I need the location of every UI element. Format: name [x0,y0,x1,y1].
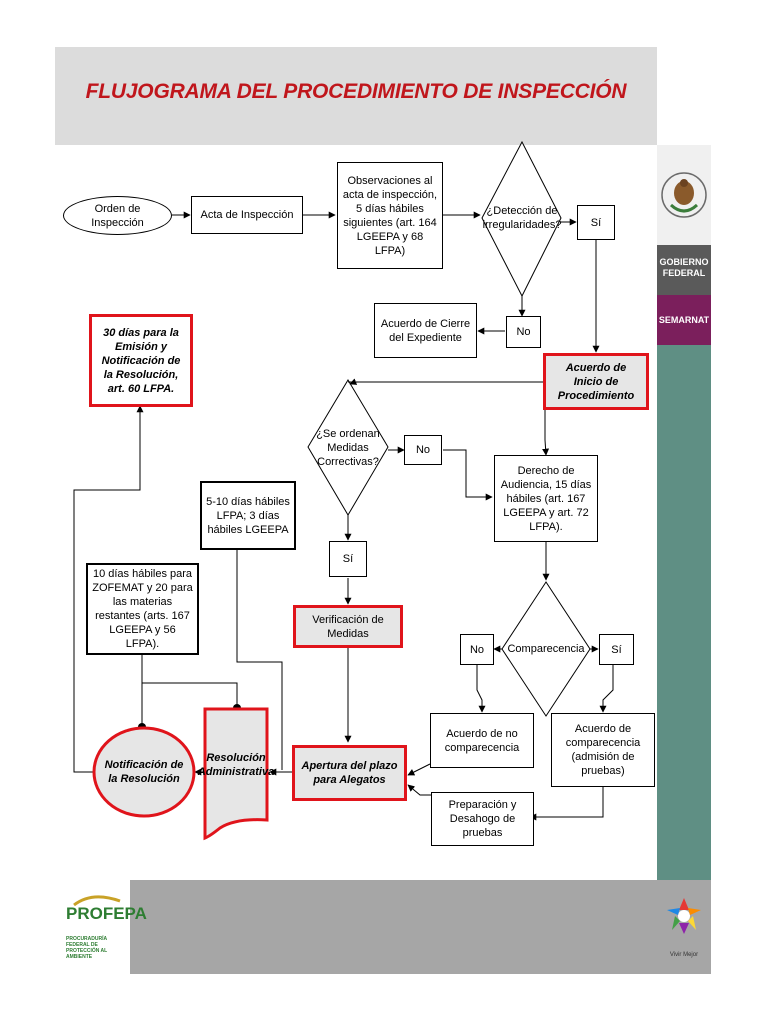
medidas-label: ¿Se ordenan Medidas Correctivas? [316,428,380,468]
cierre-node: Acuerdo de Cierre del Expediente [374,303,477,358]
acta-node: Acta de Inspección [191,196,303,234]
vivir-mejor-logo-icon [667,898,701,934]
orden-node: Orden de Inspección [63,196,172,235]
preparacion-node: Preparación y Desahogo de pruebas [431,792,534,846]
header-band [55,47,657,145]
deteccion-label: ¿Detección de irregularidades? [482,205,562,231]
no-comparecencia-node: Acuerdo de no comparecencia [430,713,534,768]
alegatos-node: Apertura del plazo para Alegatos [292,745,407,801]
verificacion-node: Verificación de Medidas [293,605,403,648]
treinta-dias-node: 30 días para la Emisión y Notificación d… [89,314,193,407]
no-node-1: No [506,316,541,348]
acuerdo-comparecencia-node: Acuerdo de comparecencia (admisión de pr… [551,713,655,787]
profepa-logo-icon [73,895,121,907]
resolucion-shape [203,707,269,841]
comparecencia-diamond [501,581,591,717]
footer-band [130,880,711,974]
coat-of-arms-panel [657,145,711,245]
semarnat-label: SEMARNAT [657,295,711,345]
notificacion-label: Notificación de la Resolución [104,759,184,785]
coat-of-arms-icon [661,172,707,218]
no-node-2: No [404,435,442,465]
si-node-2: Sí [329,541,367,577]
si-node-3: Sí [599,634,634,665]
resolucion-label: Resolución Administrativa [197,752,275,778]
page-title: FLUJOGRAMA DEL PROCEDIMIENTO DE INSPECCI… [85,80,627,103]
inicio-node: Acuerdo de Inicio de Procedimiento [543,353,649,410]
audiencia-node: Derecho de Audiencia, 15 días hábiles (a… [494,455,598,542]
si-node-1: Sí [577,205,615,240]
comparecencia-label: Comparecencia [507,643,585,655]
profepa-logo-text: PROFEPA [66,904,147,923]
profepa-subtitle: PROCURADURÍA FEDERAL DE PROTECCIÓN AL AM… [66,936,108,960]
no-node-3: No [460,634,494,665]
diez-dias-node: 10 días hábiles para ZOFEMAT y 20 para l… [86,563,199,655]
observaciones-node: Observaciones al acta de inspección, 5 d… [337,162,443,269]
notificacion-shape [92,726,196,818]
sidebar-teal-band [657,345,711,880]
vivir-mejor-label: Vivir Mejor [669,952,699,958]
cinco-diez-dias-node: 5-10 días hábiles LFPA; 3 días hábiles L… [200,481,296,550]
gobierno-federal-label: GOBIERNO FEDERAL [657,245,711,295]
